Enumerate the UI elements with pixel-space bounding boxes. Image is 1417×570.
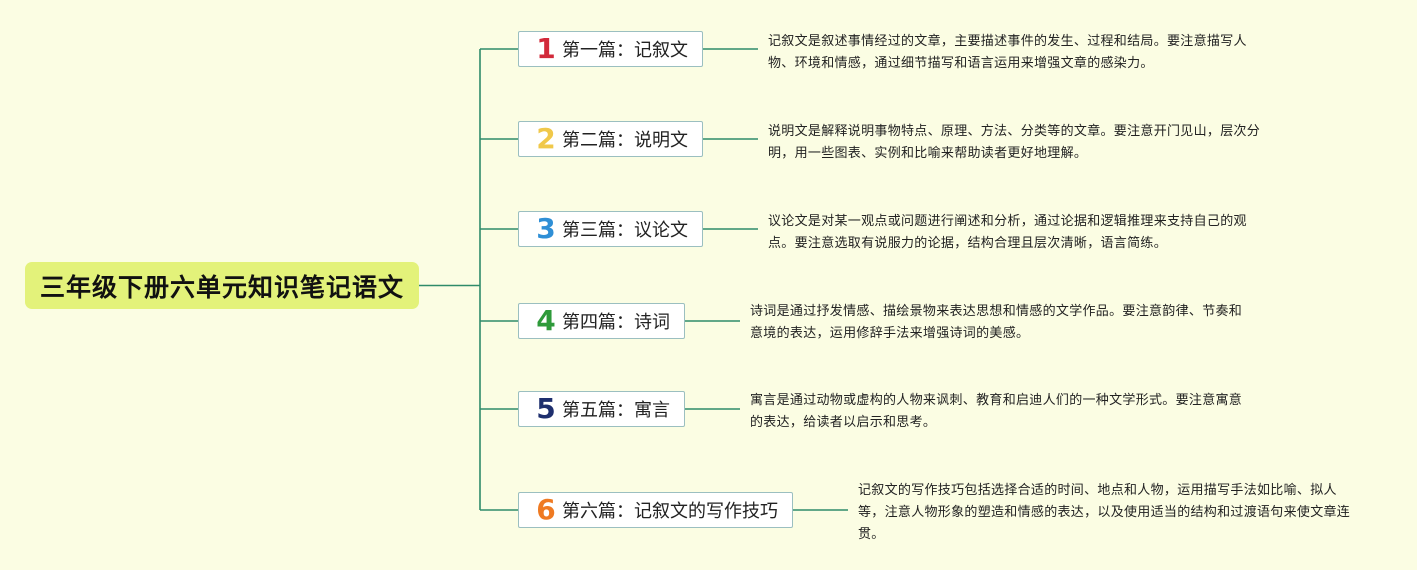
branch-node-2[interactable]: 2 第二篇：说明文: [518, 121, 703, 157]
branch-description-2: 说明文是解释说明事物特点、原理、方法、分类等的文章。要注意开门见山，层次分明，用…: [768, 124, 1261, 161]
number-2-icon: 2: [536, 122, 556, 155]
number-6-icon: 6: [536, 493, 556, 526]
branch-node-3[interactable]: 3 第三篇：议论文: [518, 211, 703, 247]
branch-label: 第六篇：记叙文的写作技巧: [562, 501, 778, 522]
number-1-icon: 1: [536, 32, 556, 65]
number-4-icon: 4: [536, 304, 556, 337]
branch-label: 第四篇：诗词: [562, 312, 670, 333]
number-3-icon: 3: [536, 212, 556, 245]
branch-node-4[interactable]: 4 第四篇：诗词: [518, 303, 685, 339]
branch-description-6: 记叙文的写作技巧包括选择合适的时间、地点和人物，运用描写手法如比喻、拟人等，注意…: [858, 483, 1351, 542]
branch-label: 第二篇：说明文: [562, 130, 688, 151]
branch-description-1: 记叙文是叙述事情经过的文章，主要描述事件的发生、过程和结局。要注意描写人物、环境…: [768, 34, 1247, 71]
branch-description-5: 寓言是通过动物或虚构的人物来讽刺、教育和启迪人们的一种文学形式。要注意寓意的表达…: [750, 393, 1243, 430]
number-5-icon: 5: [536, 392, 556, 425]
branch-description-4: 诗词是通过抒发情感、描绘景物来表达思想和情感的文学作品。要注意韵律、节奏和意境的…: [750, 304, 1243, 341]
branch-node-5[interactable]: 5 第五篇：寓言: [518, 391, 685, 427]
branch-description-3: 议论文是对某一观点或问题进行阐述和分析，通过论据和逻辑推理来支持自己的观点。要注…: [768, 214, 1247, 251]
branch-node-1[interactable]: 1 第一篇：记叙文: [518, 31, 703, 67]
branch-label: 第一篇：记叙文: [562, 40, 688, 61]
root-title: 三年级下册六单元知识笔记语文: [39, 272, 404, 302]
branch-label: 第三篇：议论文: [562, 220, 688, 241]
root-topic[interactable]: 三年级下册六单元知识笔记语文: [25, 262, 419, 309]
branch-node-6[interactable]: 6 第六篇：记叙文的写作技巧: [518, 492, 793, 528]
branch-label: 第五篇：寓言: [562, 400, 670, 421]
